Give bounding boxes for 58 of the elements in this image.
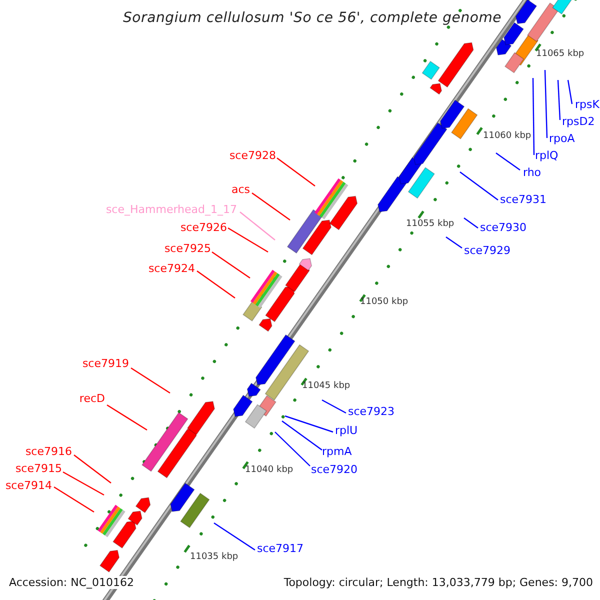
scale-label: 11045 kbp <box>302 382 350 391</box>
scale-label: 11065 kbp <box>536 50 584 59</box>
leader-line <box>252 192 290 220</box>
leader-line <box>446 236 462 248</box>
scale-label: 11040 kbp <box>245 466 294 475</box>
gene-label: sce7916 <box>25 446 72 457</box>
leader-line <box>544 70 548 138</box>
leader-line <box>496 152 520 170</box>
scale-label: 11050 kbp <box>360 298 408 307</box>
gene-label: rpmA <box>322 446 352 457</box>
leader-line <box>240 212 276 240</box>
gene-label: acs <box>231 184 250 195</box>
scale-label: 11060 kbp <box>483 132 532 141</box>
gene-label: sce7923 <box>348 406 395 417</box>
gene-label: sce7914 <box>5 480 52 491</box>
gene-label: sce7925 <box>164 243 211 254</box>
leader-line <box>282 420 322 450</box>
leader-line <box>532 78 535 155</box>
leader-line <box>322 399 346 414</box>
leader-line <box>284 415 334 433</box>
leader-line <box>196 270 236 298</box>
gene-label: sce7924 <box>148 263 195 274</box>
leader-line <box>214 522 256 550</box>
leader-line <box>228 227 268 253</box>
leader-line <box>464 218 478 228</box>
gene-label: rho <box>523 167 542 178</box>
title: Sorangium cellulosum 'So ce 56', complete genome <box>123 11 502 25</box>
footer-text: Topology: circular; Length: 13,033,779 bp; Genes: 9,700 <box>282 576 594 589</box>
scale-label: 11035 kbp <box>190 553 238 562</box>
gene-label: rpoA <box>549 133 575 144</box>
gene-label: sce7919 <box>82 358 129 369</box>
leader-line <box>130 368 170 394</box>
scale-label: 11055 kbp <box>406 220 454 229</box>
leader-line <box>557 80 561 120</box>
gene-label: rplQ <box>535 150 558 161</box>
gene-label: sce7931 <box>500 194 547 205</box>
leader-line <box>567 80 573 104</box>
gene-label: rpsK <box>575 99 600 110</box>
gene-label: recD <box>79 393 105 404</box>
gene-label: sce7915 <box>15 463 62 474</box>
leader-line <box>54 486 94 512</box>
leader-line <box>274 432 310 466</box>
leader-line <box>460 172 498 200</box>
footer-text: Accession: NC_010162 <box>8 576 136 589</box>
gene-label: sce7926 <box>180 222 227 233</box>
gene-label: sce7920 <box>311 464 358 475</box>
leader-line <box>106 404 148 430</box>
gene-label: rplU <box>335 425 358 436</box>
gene-label: sce_Hammerhead_1_17 <box>106 204 237 215</box>
gene-label: sce7917 <box>257 543 304 554</box>
gene-label: sce7929 <box>464 245 511 256</box>
leader-line <box>212 252 250 278</box>
gene-label: sce7930 <box>480 222 527 233</box>
gene-label: rpsD2 <box>562 116 595 127</box>
leader-line <box>276 158 316 186</box>
leader-line <box>74 454 112 484</box>
leader-line <box>62 471 104 496</box>
gene-label: sce7928 <box>229 150 276 161</box>
